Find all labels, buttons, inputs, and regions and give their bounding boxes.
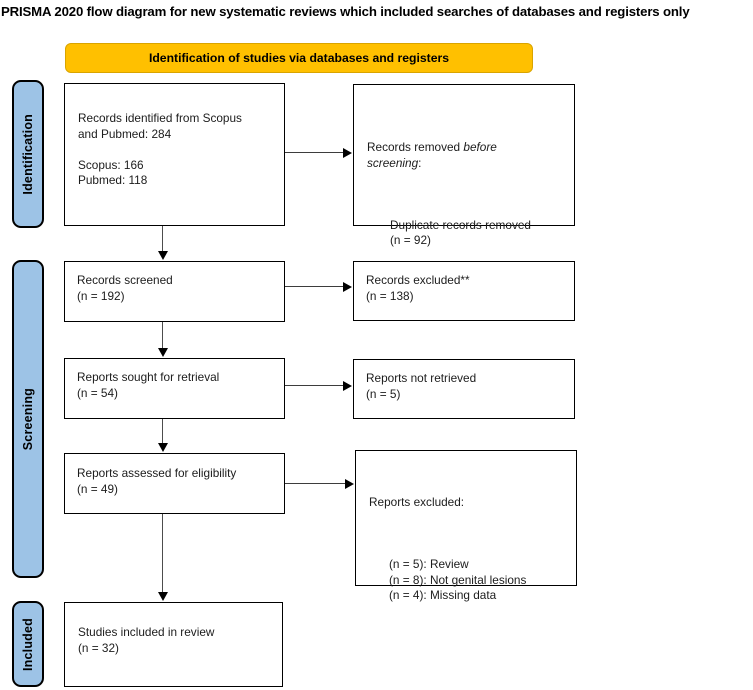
- records-removed-heading: Records removed before screening:: [367, 140, 529, 171]
- banner-label: Identification of studies via databases …: [148, 51, 450, 65]
- banner-databases-registers: Identification of studies via databases …: [65, 43, 533, 73]
- stage-label-identification: Identification: [12, 80, 44, 228]
- connector-assessed-to-excluded: [285, 476, 354, 491]
- connector-screened-to-sought: [155, 322, 170, 357]
- records-removed-suffix: :: [418, 155, 422, 170]
- connector-identified-to-screened: [155, 226, 170, 260]
- reports-excluded-heading: Reports excluded:: [369, 495, 465, 509]
- box-reports-assessed: Reports assessed for eligibility (n = 49…: [64, 453, 285, 514]
- box-records-identified: Records identified from Scopus and Pubme…: [64, 83, 285, 226]
- connector-identified-to-removed: [285, 145, 352, 160]
- records-removed-italic: before screening: [367, 140, 501, 170]
- box-reports-sought: Reports sought for retrieval (n = 54): [64, 358, 285, 419]
- stage-label-included: Included: [12, 601, 44, 687]
- box-records-screened: Records screened (n = 192): [64, 261, 285, 322]
- stage-label-included-text: Included: [21, 617, 35, 671]
- connector-sought-to-assessed: [155, 419, 170, 452]
- box-reports-not-retrieved: Reports not retrieved (n = 5): [353, 359, 575, 419]
- records-removed-detail: Duplicate records removed (n = 92): [390, 217, 531, 248]
- stage-label-screening: Screening: [12, 260, 44, 578]
- box-reports-excluded: Reports excluded: (n = 5): Review (n = 8…: [355, 450, 577, 602]
- stage-label-screening-text: Screening: [21, 387, 35, 451]
- stage-label-identification-text: Identification: [21, 113, 35, 195]
- connector-screened-to-excluded: [285, 279, 352, 294]
- box-studies-included: Studies included in review (n = 32): [64, 602, 283, 687]
- reports-excluded-detail: (n = 5): Review (n = 8): Not genital les…: [389, 557, 527, 602]
- box-records-excluded: Records excluded** (n = 138): [353, 261, 575, 321]
- records-removed-prefix: Records removed: [367, 140, 464, 154]
- box-records-removed: Records removed before screening: Duplic…: [353, 84, 575, 247]
- connector-sought-to-not-retrieved: [285, 378, 352, 393]
- diagram-title: PRISMA 2020 flow diagram for new systema…: [1, 4, 690, 19]
- connector-assessed-to-included: [155, 514, 170, 601]
